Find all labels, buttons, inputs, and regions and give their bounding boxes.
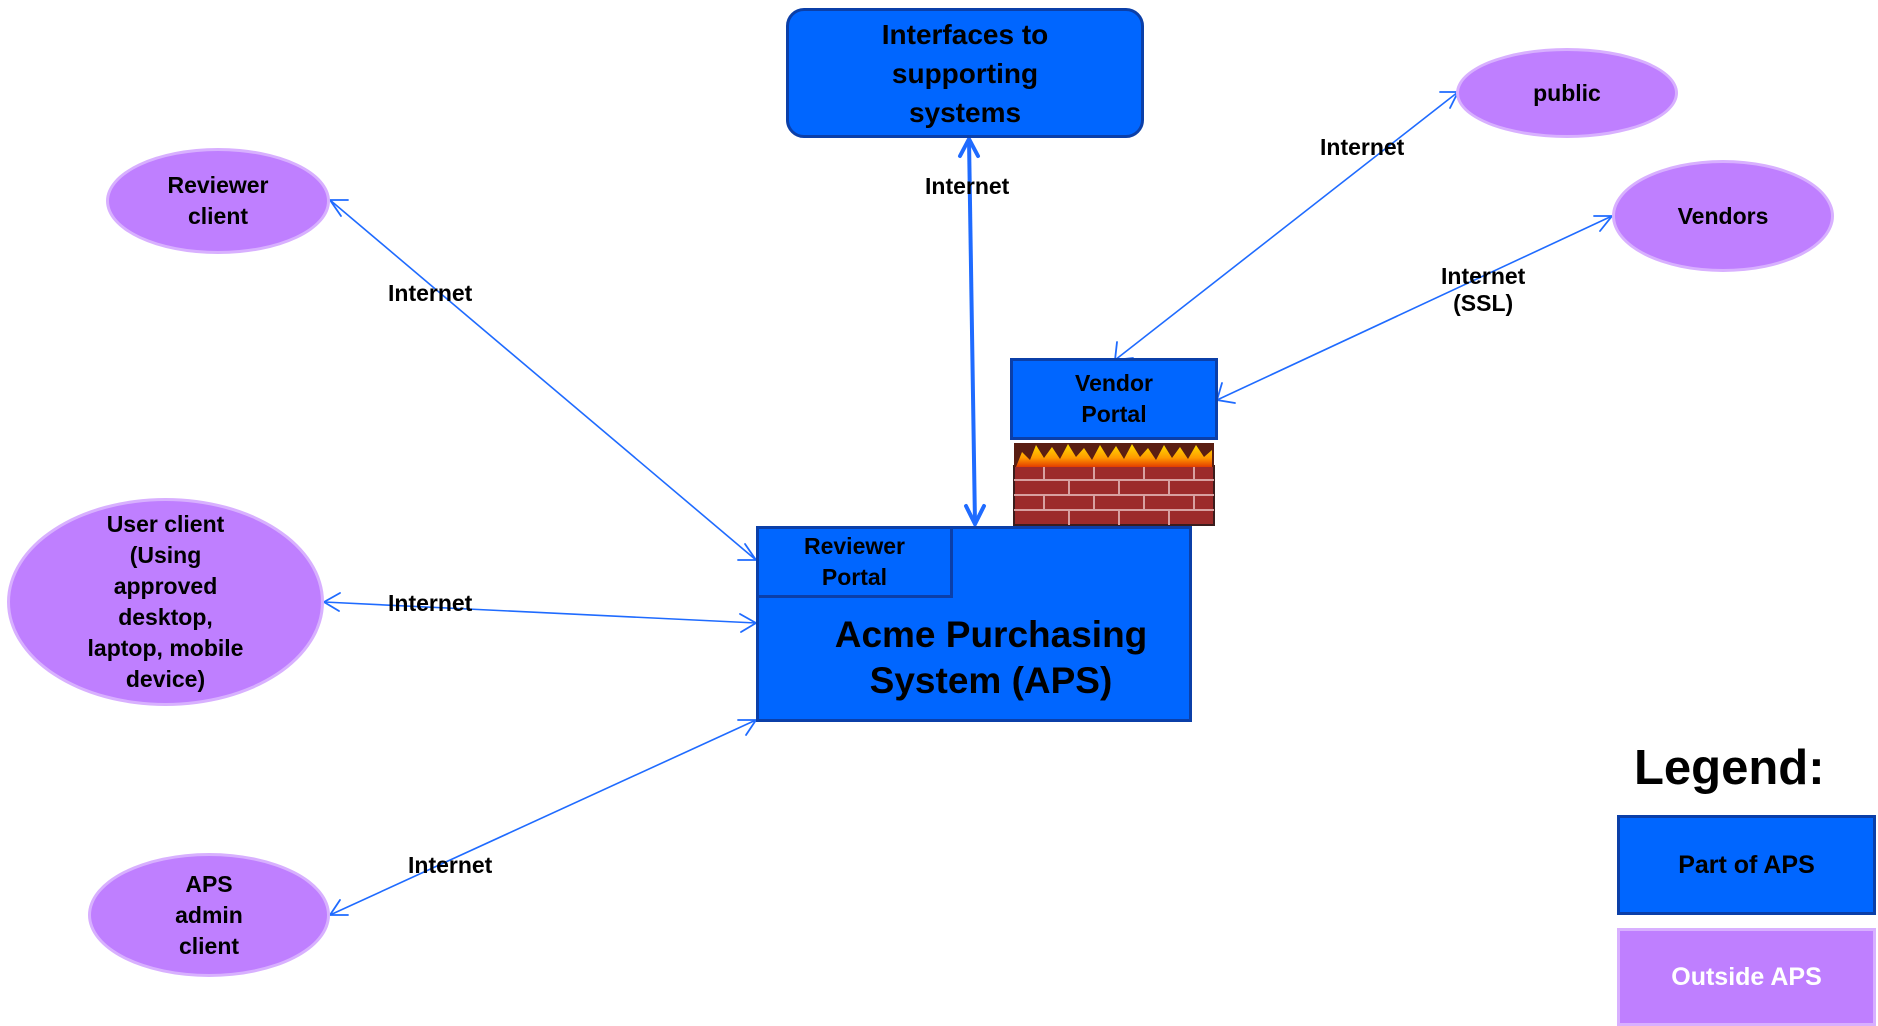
admin-client-node: APS admin client [88, 853, 330, 977]
connection-label-user: Internet [388, 590, 473, 616]
vendor-portal-node: Vendor Portal [1010, 358, 1218, 440]
user-client-label: User client (Using approved desktop, lap… [87, 511, 244, 692]
legend-part-of-aps: Part of APS [1617, 815, 1876, 915]
connection-label-reviewer: Internet [388, 280, 473, 306]
interfaces-node: Interfaces to supporting systems [786, 8, 1144, 138]
connector-public [1114, 91, 1459, 361]
connector-admin [329, 719, 757, 916]
firewall-icon [1013, 443, 1215, 526]
connection-label-interfaces: Internet [925, 173, 1010, 199]
user-client-node: User client (Using approved desktop, lap… [7, 498, 324, 706]
arrowheads [322, 91, 1614, 916]
legend-title: Legend: [1634, 741, 1825, 795]
connectors [323, 91, 1613, 916]
vendors-label: Vendors [1677, 202, 1769, 229]
connection-label-vendors: Internet (SSL) [1441, 263, 1526, 316]
aps-system-label: Acme Purchasing System (APS) [834, 614, 1148, 701]
arrowhead-aps-top [964, 504, 986, 529]
arrowhead-admin-client [328, 899, 349, 916]
connection-label-admin: Internet [408, 852, 493, 878]
connector-user [323, 601, 757, 624]
connector-interfaces [967, 138, 977, 525]
arrowhead-user-client [322, 592, 341, 612]
reviewer-client-label: Reviewer client [167, 172, 269, 229]
legend-outside-aps-label: Outside APS [1671, 963, 1822, 991]
admin-client-label: APS admin client [175, 870, 243, 959]
aps-system-node: Acme Purchasing System (APS) [756, 526, 1192, 722]
public-node: public [1456, 48, 1678, 138]
connector-reviewer [329, 199, 757, 561]
vendor-portal-label: Vendor Portal [1075, 370, 1153, 427]
connection-label-public: Internet [1320, 134, 1405, 160]
arrowhead-reviewer-client [328, 199, 349, 217]
vendors-node: Vendors [1612, 160, 1834, 272]
interfaces-label: Interfaces to supporting systems [881, 18, 1049, 128]
legend-part-of-aps-label: Part of APS [1678, 851, 1815, 879]
public-label: public [1533, 79, 1601, 106]
reviewer-portal-label: Reviewer Portal [803, 533, 905, 590]
reviewer-portal-node: Reviewer Portal [756, 526, 953, 598]
legend-outside-aps: Outside APS [1617, 928, 1876, 1026]
arrowhead-interfaces [958, 134, 980, 158]
reviewer-client-node: Reviewer client [106, 148, 330, 254]
connector-vendors [1216, 215, 1613, 401]
